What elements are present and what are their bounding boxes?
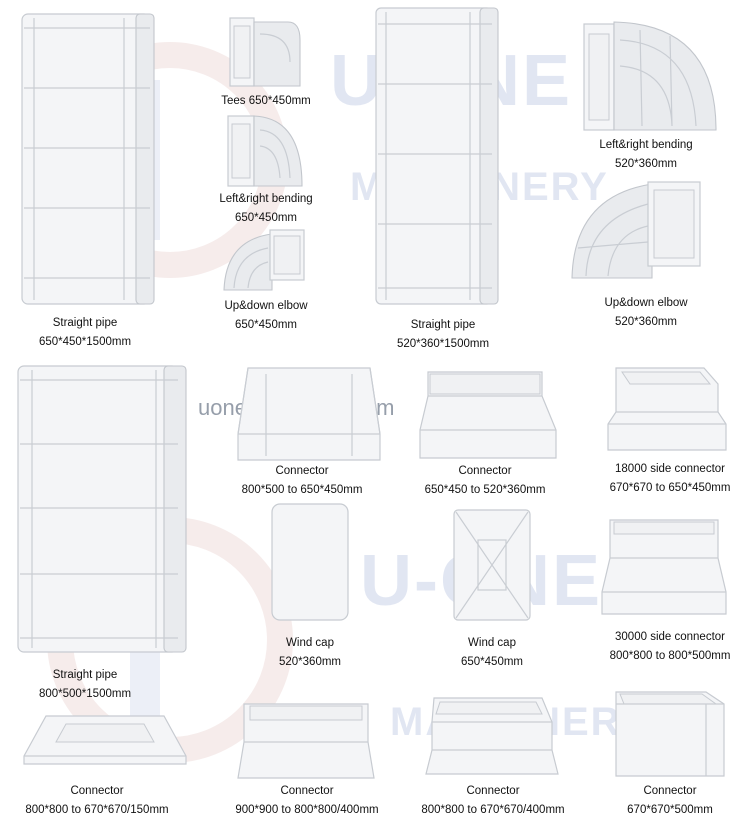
product-connector-800-670-400 [424,694,560,778]
caption-lr-bending-520: Left&right bending 520*360mm [578,136,714,174]
product-name: Straight pipe [52,669,118,681]
product-name: Up&down elbow [224,300,308,312]
product-size: 520*360mm [614,158,677,170]
caption-connector-900-800-400: Connector 900*900 to 800*800/400mm [222,782,392,820]
product-name: Up&down elbow [604,297,688,309]
product-name: Connector [458,465,512,477]
caption-straight-pipe-520: Straight pipe 520*360*1500mm [368,316,518,354]
product-ud-elbow-520 [568,178,718,282]
product-size: 650*450mm [460,656,523,668]
lr-bending-image [227,115,303,187]
caption-lr-bending-650: Left&right bending 650*450mm [196,190,336,228]
product-size: 520*360*1500mm [396,338,490,350]
product-connector-900-800-400 [236,698,376,782]
product-connector-650-520 [418,366,558,462]
connector-image [237,367,381,461]
side-connector-image [607,367,727,451]
product-size: 520*360mm [278,656,341,668]
connector-image [237,703,375,779]
caption-connector-670-500: Connector 670*670*500mm [598,782,742,820]
product-ud-elbow-650 [222,226,312,294]
product-30000-side-connector [600,514,728,618]
connector-image [419,371,557,459]
straight-pipe-image [17,365,187,653]
caption-wind-cap-520: Wind cap 520*360mm [240,634,380,672]
straight-pipe-image [375,7,499,305]
product-name: Connector [643,785,697,797]
product-wind-cap-650 [450,506,534,624]
product-size: 650*450mm [234,212,297,224]
connector-image [425,697,559,775]
product-size: 800*800 to 670*670/150mm [25,804,169,816]
product-size: 900*900 to 800*800/400mm [235,804,379,816]
product-size: 670*670 to 650*450mm [609,482,731,494]
product-name: Straight pipe [410,319,476,331]
lr-bending-image [583,21,717,131]
caption-tees: Tees 650*450mm [196,92,336,111]
product-name: Left&right bending [599,139,693,151]
wind-cap-image [453,509,531,621]
caption-ud-elbow-520: Up&down elbow 520*360mm [578,294,714,332]
product-connector-800-650 [236,364,382,464]
caption-connector-800-670-400: Connector 800*800 to 670*670/400mm [408,782,578,820]
product-name: Connector [280,785,334,797]
product-size: 800*500 to 650*450mm [241,484,363,496]
wind-cap-image [271,503,349,621]
connector-image [615,691,725,777]
caption-connector-800-650: Connector 800*500 to 650*450mm [224,462,380,500]
caption-ud-elbow-650: Up&down elbow 650*450mm [196,297,336,335]
product-lr-bending-520 [580,16,720,134]
caption-straight-pipe-800: Straight pipe 800*500*1500mm [10,666,160,704]
product-name: Straight pipe [52,317,118,329]
caption-18000-side-connector: 18000 side connector 670*670 to 650*450m… [596,460,744,498]
caption-connector-650-520: Connector 650*450 to 520*360mm [410,462,560,500]
ud-elbow-image [571,181,701,279]
product-name: Connector [275,465,329,477]
connector-image [23,715,187,765]
caption-30000-side-connector: 30000 side connector 800*800 to 800*500m… [596,628,744,666]
ud-elbow-image [223,229,305,291]
product-size: 650*450*1500mm [38,336,132,348]
caption-straight-pipe-650: Straight pipe 650*450*1500mm [0,314,170,352]
product-name: 30000 side connector [615,631,725,643]
product-wind-cap-520 [268,500,352,624]
product-straight-pipe-520 [372,4,504,309]
straight-pipe-image [21,13,155,305]
side-connector-image [601,519,727,615]
product-size: 650*450 to 520*360mm [424,484,546,496]
product-lr-bending-650 [226,112,306,190]
product-name: 18000 side connector [615,463,725,475]
product-size: 800*800 to 800*500mm [609,650,731,662]
product-18000-side-connector [606,362,730,454]
product-size: 800*500*1500mm [38,688,132,700]
product-connector-670-500 [610,686,730,780]
product-name: Tees 650*450mm [221,95,311,107]
product-name: Connector [466,785,520,797]
product-straight-pipe-800 [14,358,190,656]
product-name: Wind cap [468,637,516,649]
product-name: Left&right bending [219,193,313,205]
caption-connector-800-670-150: Connector 800*800 to 670*670/150mm [12,782,182,820]
product-size: 670*670*500mm [627,804,713,816]
product-connector-800-670-150 [22,712,188,768]
product-name: Wind cap [286,637,334,649]
product-size: 800*800 to 670*670/400mm [421,804,565,816]
caption-wind-cap-650: Wind cap 650*450mm [422,634,562,672]
tees-image [229,17,301,87]
product-straight-pipe-650 [18,8,160,308]
product-tees [228,12,308,90]
product-size: 650*450mm [234,319,297,331]
product-size: 520*360mm [614,316,677,328]
product-name: Connector [70,785,124,797]
